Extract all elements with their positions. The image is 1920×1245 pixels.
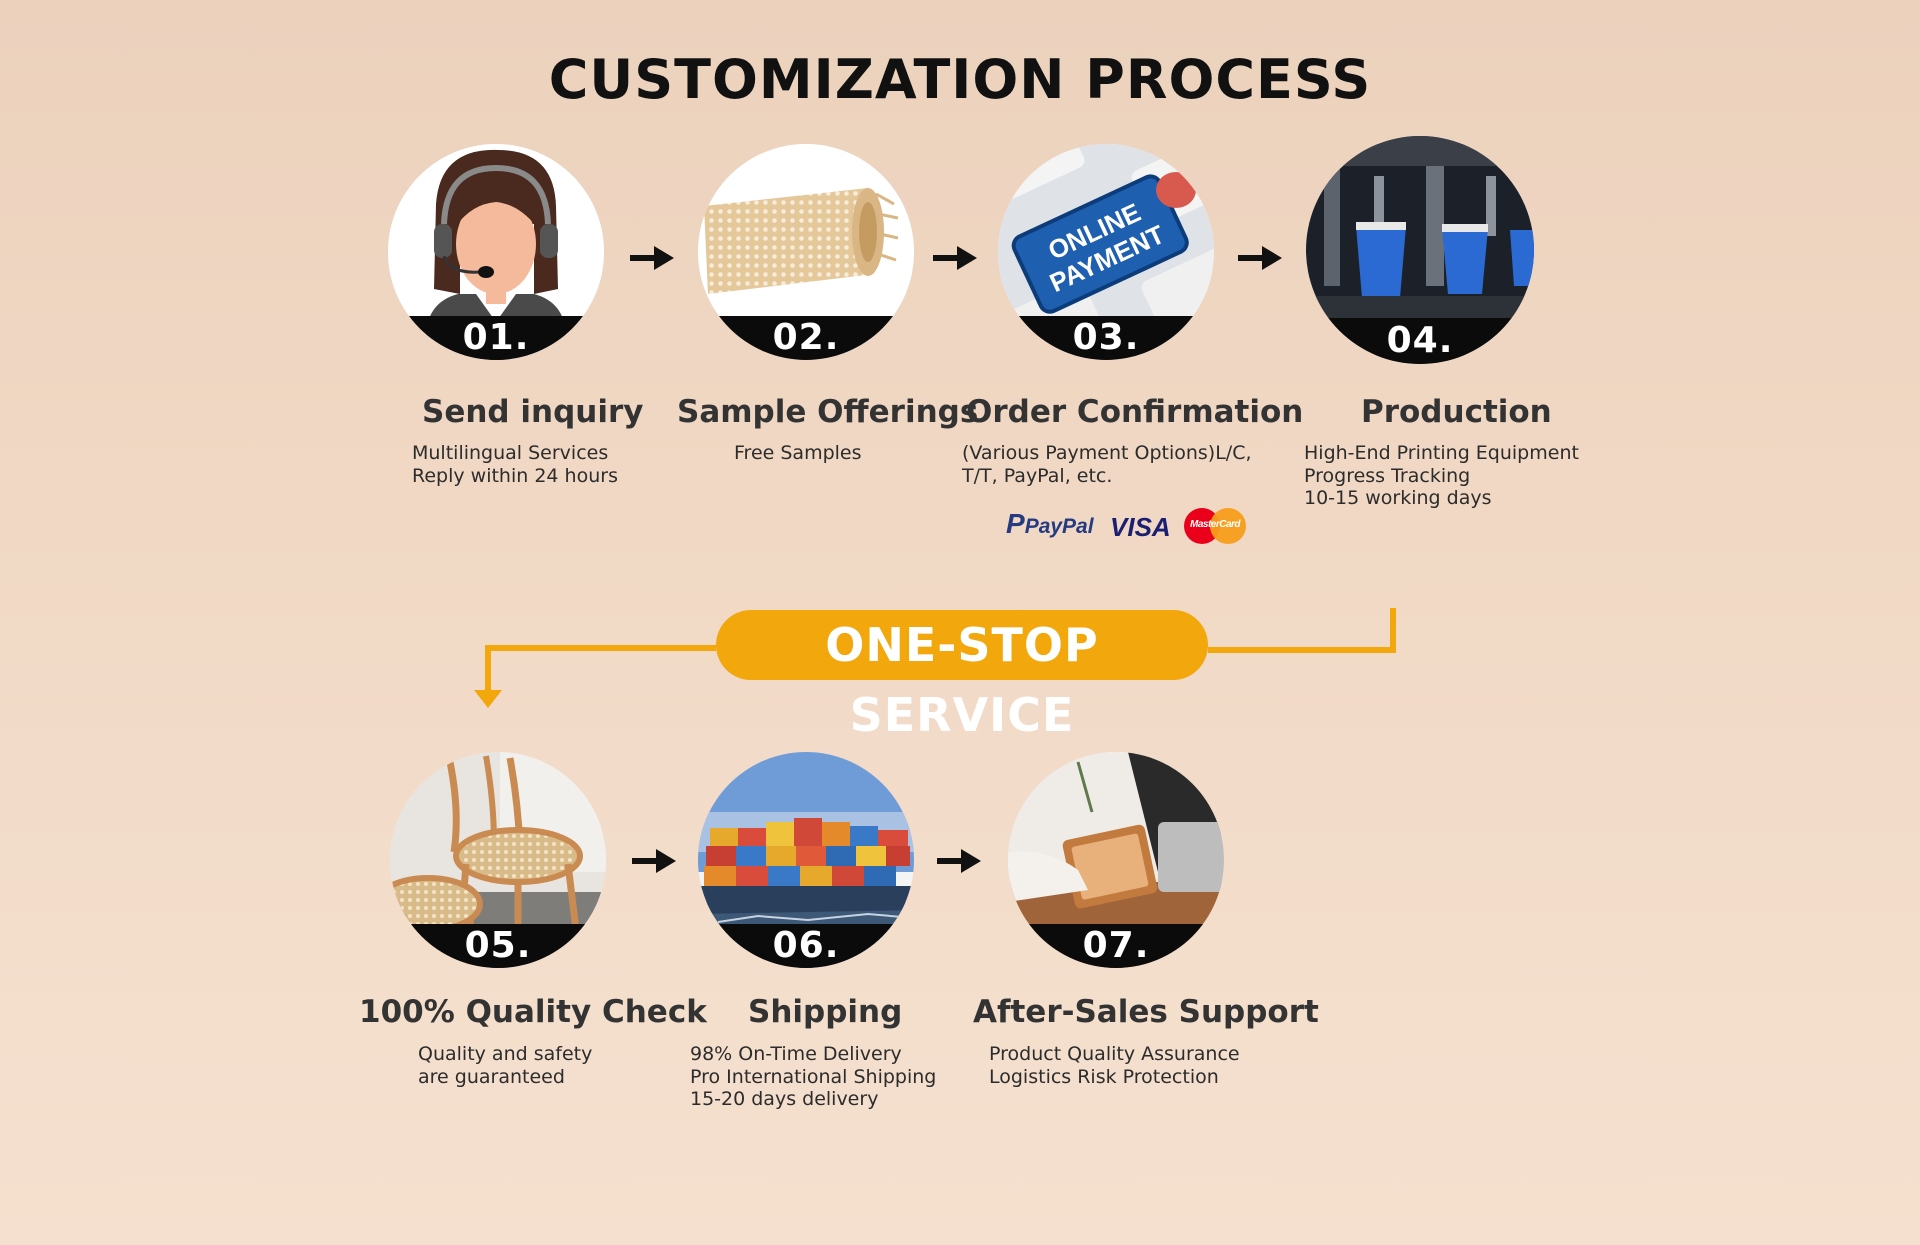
page-title: CUSTOMIZATION PROCESS bbox=[548, 48, 1372, 111]
step-4-desc-line-1: High-End Printing Equipment bbox=[1304, 442, 1579, 464]
arrow-right-icon bbox=[933, 246, 977, 270]
step-5-desc-line-2: are guaranteed bbox=[418, 1066, 565, 1088]
visa-logo: VISA bbox=[1110, 512, 1171, 542]
step-6-image: 06. bbox=[698, 752, 914, 968]
step-5-image: 05. bbox=[390, 752, 606, 968]
step-7-number: 07. bbox=[1008, 924, 1224, 968]
step-5-desc-line-1: Quality and safety bbox=[418, 1043, 593, 1065]
step-6-desc-line-3: 15-20 days delivery bbox=[690, 1088, 879, 1110]
step-1-number: 01. bbox=[388, 316, 604, 360]
step-3-number: 03. bbox=[998, 316, 1214, 360]
step-1-desc-line-2: Reply within 24 hours bbox=[412, 465, 618, 487]
step-1-title: Send inquiry bbox=[422, 394, 644, 430]
step-6-title: Shipping bbox=[748, 994, 903, 1030]
one-stop-service-banner: ONE-STOP SERVICE bbox=[716, 610, 1208, 742]
mastercard-text: MasterCard bbox=[1189, 519, 1241, 530]
step-1-desc-line-1: Multilingual Services bbox=[412, 442, 609, 464]
arrow-right-icon bbox=[632, 849, 676, 873]
step-6-desc-line-1: 98% On-Time Delivery bbox=[690, 1043, 902, 1065]
arrow-right-icon bbox=[937, 849, 981, 873]
step-1-image: 01. bbox=[388, 144, 604, 360]
step-7-title: After-Sales Support bbox=[973, 994, 1319, 1030]
step-4-title: Production bbox=[1361, 394, 1552, 430]
step-7-image: 07. bbox=[1008, 752, 1224, 968]
step-3-desc-line-2: T/T, PayPal, etc. bbox=[962, 465, 1113, 487]
step-3-image: ONLINE PAYMENT 03. bbox=[998, 144, 1214, 360]
step-6-number: 06. bbox=[698, 924, 914, 968]
arrow-right-icon bbox=[1238, 246, 1282, 270]
step-2-image: 02. bbox=[698, 144, 914, 360]
mastercard-logo: MasterCard bbox=[1184, 508, 1246, 544]
step-6-desc-line-2: Pro International Shipping bbox=[690, 1066, 937, 1088]
step-2-desc-line-1: Free Samples bbox=[734, 442, 862, 464]
step-7-desc-line-1: Product Quality Assurance bbox=[989, 1043, 1240, 1065]
paypal-logo: PPayPal bbox=[1006, 508, 1094, 539]
step-5-number: 05. bbox=[390, 924, 606, 968]
step-4-desc-line-2: Progress Tracking bbox=[1304, 465, 1471, 487]
step-2-number: 02. bbox=[698, 316, 914, 360]
step-5-title: 100% Quality Check bbox=[359, 994, 707, 1030]
step-7-desc-line-2: Logistics Risk Protection bbox=[989, 1066, 1219, 1088]
step-4-image: 04. bbox=[1306, 136, 1534, 364]
step-3-desc-line-1: (Various Payment Options)L/C, bbox=[962, 442, 1252, 464]
step-3-title: Order Confirmation bbox=[966, 394, 1304, 430]
step-2-title: Sample Offerings bbox=[677, 394, 979, 430]
arrow-right-icon bbox=[630, 246, 674, 270]
step-4-number: 04. bbox=[1306, 318, 1534, 364]
step-4-desc-line-3: 10-15 working days bbox=[1304, 487, 1492, 509]
